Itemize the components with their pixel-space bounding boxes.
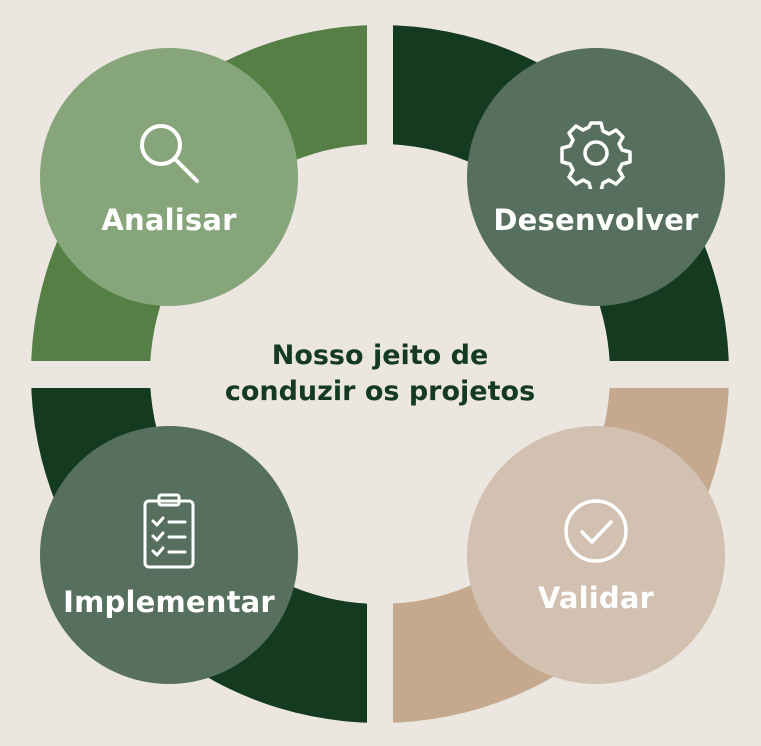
step-implementar: Implementar [40,426,298,684]
clipboard-checklist-icon [143,493,195,569]
step-label: Validar [537,581,655,615]
step-analisar: Analisar [40,48,298,306]
step-label: Analisar [101,203,237,237]
title-line-1: Nosso jeito de [271,340,489,371]
diagram-title: Nosso jeito de conduzir os projetos [180,338,580,410]
step-validar: Validar [467,426,725,684]
gear-icon [560,121,632,189]
step-label: Implementar [63,585,275,619]
title-line-2: conduzir os projetos [224,376,536,407]
check-circle-icon [564,499,628,563]
step-label: Desenvolver [493,203,699,237]
ring-gap-horizontal [0,361,761,388]
search-icon [140,124,199,183]
step-desenvolver: Desenvolver [467,48,725,306]
